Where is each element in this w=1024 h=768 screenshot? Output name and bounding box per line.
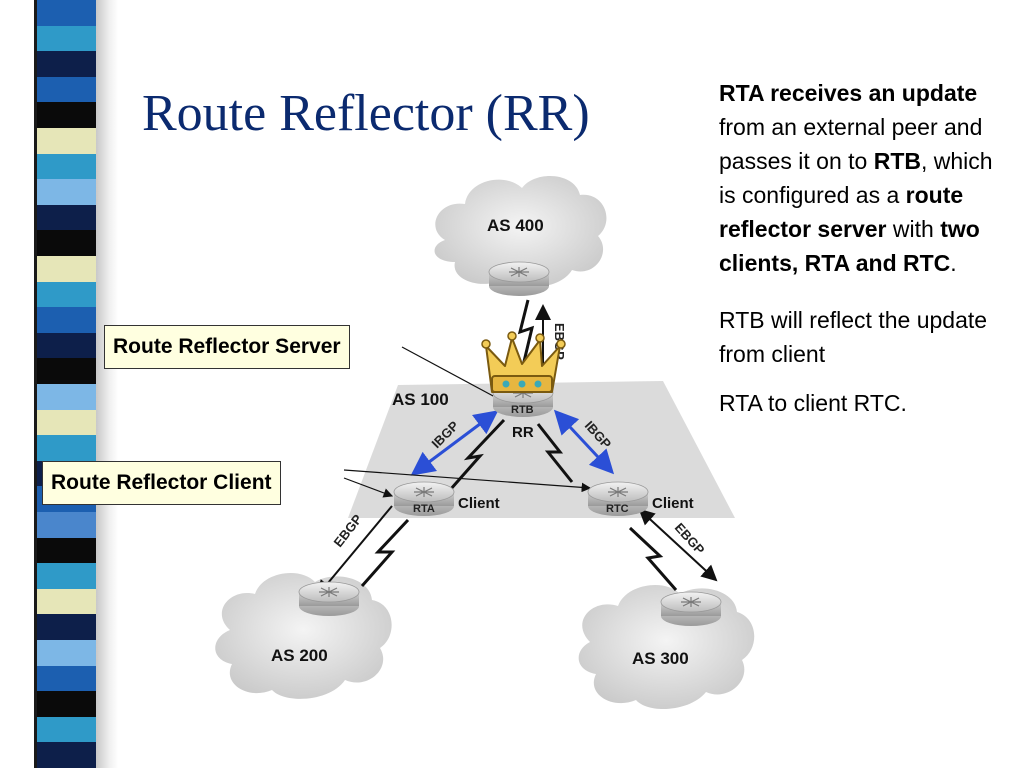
client-label-left: Client [458, 495, 500, 512]
stripe-block [36, 537, 96, 564]
stripe-shadow [96, 0, 118, 768]
client-label-right: Client [652, 495, 694, 512]
text-rtb: RTB [873, 148, 921, 174]
router-as200 [298, 581, 360, 616]
as100-label: AS 100 [392, 390, 449, 409]
stripe-block [36, 512, 96, 539]
stripe-block [36, 25, 96, 52]
as300-label: AS 300 [632, 649, 689, 668]
client-callout-leader-rta [343, 477, 394, 498]
stripe-block [36, 307, 96, 334]
stripe-block [36, 51, 96, 78]
text-rta-receives: RTA receives an update [719, 80, 978, 106]
rtc-label: RTC [606, 503, 629, 515]
ibgp-left-arrow [410, 410, 499, 476]
stripe-rail [0, 0, 36, 768]
text-from-external: from an external peer and passes it on t… [719, 114, 983, 174]
ebgp-left-arrow [316, 505, 393, 597]
explanation-paragraph-1: RTA receives an update from an external … [719, 76, 1009, 280]
router-rtc [587, 481, 649, 516]
server-callout-leader [401, 346, 496, 398]
rtb-label: RTB [511, 404, 534, 416]
stripe-block [36, 665, 96, 692]
as400-cloud [434, 175, 607, 287]
stripe-block [36, 358, 96, 385]
explanation-text: RTA receives an update from an external … [719, 76, 1009, 420]
stripe-block [36, 0, 96, 27]
ebgp-right-arrow [638, 508, 718, 582]
text-with: with [886, 216, 941, 242]
explanation-paragraph-2: RTB will reflect the update from client [719, 307, 988, 367]
stripe-block [36, 742, 96, 768]
ebgp-top-link-bolt [517, 299, 535, 371]
text-period: . [950, 250, 957, 276]
stripe-block [36, 128, 96, 155]
router-as400 [488, 261, 550, 296]
stripe-block [36, 716, 96, 743]
as200-label: AS 200 [271, 646, 328, 665]
ebgp-left-bolt [360, 518, 410, 587]
router-rta [393, 481, 455, 516]
stripe-block [36, 332, 96, 359]
stripe-block [36, 102, 96, 129]
ibgp-right-bolt [536, 423, 574, 483]
rta-label: RTA [413, 503, 435, 515]
stripe-block [36, 153, 96, 180]
stripe-block [36, 256, 96, 283]
stripe-block [36, 179, 96, 206]
text-configured-as: , which is configured as a [719, 148, 993, 208]
stripe-block [36, 588, 96, 615]
stripe-block [36, 640, 96, 667]
crown-icon [481, 331, 566, 393]
text-two-clients: two clients, RTA and RTC [719, 216, 980, 276]
ebgp-right-label: EBGP [672, 520, 708, 558]
stripe-block [36, 76, 96, 103]
route-reflector-client-callout: Route Reflector Client [42, 461, 281, 505]
stripe-block [36, 563, 96, 590]
explanation-paragraph-3: RTA to client RTC. [719, 390, 907, 416]
stripe-block [36, 409, 96, 436]
ibgp-left-bolt [448, 418, 506, 491]
route-reflector-server-callout: Route Reflector Server [104, 325, 350, 369]
stripe-block [36, 230, 96, 257]
ibgp-right-arrow [553, 409, 615, 475]
stripe-edge [34, 0, 37, 768]
as400-label: AS 400 [487, 216, 544, 235]
stripe-block [36, 435, 96, 462]
ebgp-right-bolt [628, 526, 678, 591]
stripe-block [36, 384, 96, 411]
client-callout-leader-rtc [343, 469, 592, 493]
stripe-block [36, 691, 96, 718]
stripe-block [36, 204, 96, 231]
rr-label: RR [512, 424, 534, 441]
slide-title: Route Reflector (RR) [142, 85, 590, 142]
text-rr-server: route reflector server [719, 182, 964, 242]
router-as300 [660, 591, 722, 626]
stripe-block [36, 281, 96, 308]
stripe-block [36, 614, 96, 641]
